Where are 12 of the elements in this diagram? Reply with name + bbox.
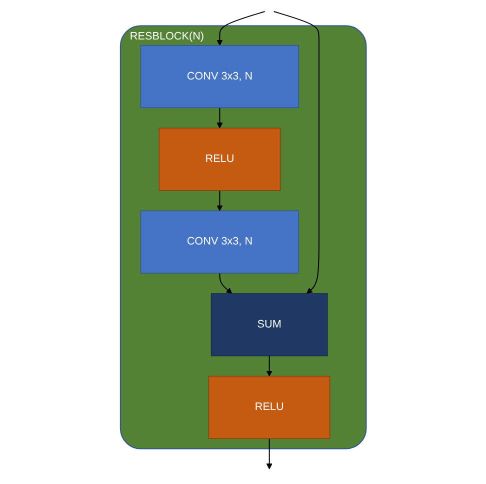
arrow [273,11,320,294]
node-box: RELU [208,376,330,439]
arrow [266,356,272,376]
arrow [216,190,222,212]
arrow [266,438,272,470]
node-box: RELU [158,128,280,191]
arrow [216,11,265,46]
arrow [216,108,222,128]
arrow [218,273,232,294]
node-box: SUM [210,293,328,356]
node-box: CONV 3x3, N [140,45,299,108]
node-box: CONV 3x3, N [140,210,299,274]
